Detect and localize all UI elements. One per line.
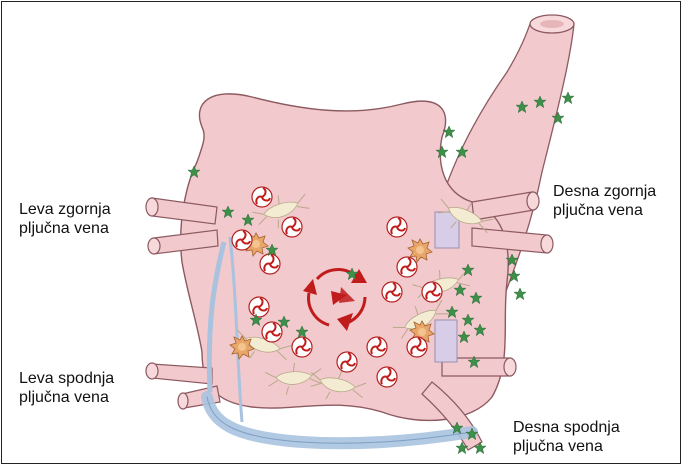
label-left-lower-pulmonary-vein: Leva spodnja pljučna vena: [19, 369, 114, 407]
spiral-rotor-icon: [260, 254, 280, 274]
label-right-upper-pulmonary-vein: Desna zgornja pljučna vena: [553, 182, 656, 220]
spiral-rotor-icon: [292, 337, 312, 357]
spiral-rotor-icon: [397, 257, 417, 277]
spiral-rotor-icon: [337, 352, 357, 372]
label-right-lower-pulmonary-vein: Desna spodnja pljučna vena: [513, 418, 620, 456]
label-right-lower-line2: pljučna vena: [513, 437, 620, 456]
spiral-rotor-icon: [282, 217, 302, 237]
label-right-upper-line1: Desna zgornja: [553, 182, 656, 201]
label-left-lower-line2: pljučna vena: [19, 388, 114, 407]
spiral-rotor-icon: [249, 297, 269, 317]
spiral-rotor-icon: [387, 217, 407, 237]
spiral-rotor-icon: [382, 282, 402, 302]
label-left-lower-line1: Leva spodnja: [19, 369, 114, 388]
spiral-rotor-icon: [377, 367, 397, 387]
star-icon: [562, 92, 574, 104]
spiral-rotor-icon: [262, 322, 282, 342]
spiral-rotor-icon: [367, 337, 387, 357]
spiral-rotor-icon: [422, 282, 442, 302]
spiral-rotor-icon: [252, 187, 272, 207]
label-left-upper-line1: Leva zgornja: [19, 200, 111, 219]
label-left-upper-pulmonary-vein: Leva zgornja pljučna vena: [19, 200, 111, 238]
label-right-lower-line1: Desna spodnja: [513, 418, 620, 437]
label-right-upper-line2: pljučna vena: [553, 201, 656, 220]
spiral-rotor-icon: [232, 230, 252, 250]
label-left-upper-line2: pljučna vena: [19, 219, 111, 238]
spiral-rotor-icon: [407, 337, 427, 357]
star-icon: [514, 288, 526, 300]
